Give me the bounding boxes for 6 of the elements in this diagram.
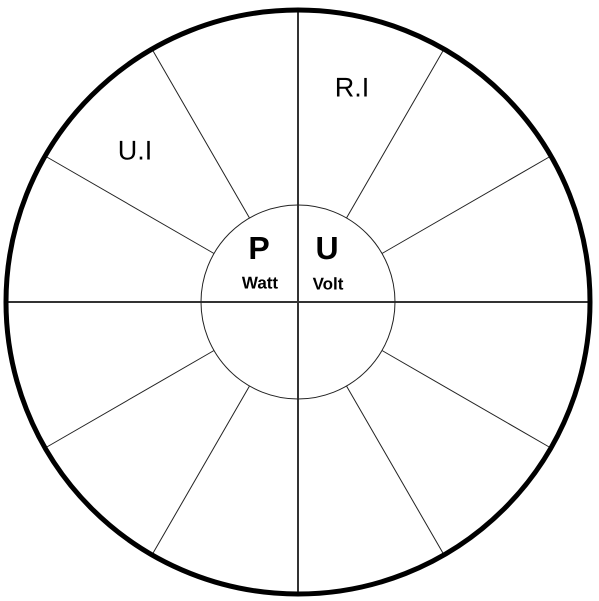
formula-label: R.I xyxy=(334,74,370,102)
quantity-symbol: U xyxy=(315,232,339,264)
formula-label: U.I xyxy=(118,138,152,164)
quantity-symbol: P xyxy=(248,232,270,264)
unit-label: Watt xyxy=(242,274,278,292)
unit-label: Volt xyxy=(312,276,344,292)
